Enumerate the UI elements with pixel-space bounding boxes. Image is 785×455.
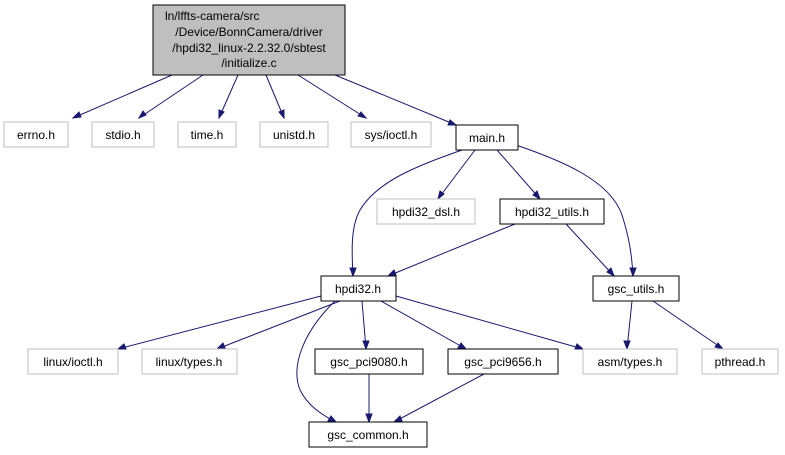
edge-hpdi32-to-gsc-common [296,300,337,423]
root-file-path-line-4: /initialize.c [221,56,276,70]
edge-root-to-sys-ioctl [297,74,367,119]
node-hpdi32-dsl-h-label: hpdi32_dsl.h [392,205,460,219]
node-hpdi32-h[interactable]: hpdi32.h [320,275,397,302]
edge-gsc-utils-to-asm-types-arrowhead [623,340,631,351]
node-main-h[interactable]: main.h [455,124,519,151]
node-unistd-h-label: unistd.h [273,128,315,142]
node-sys-ioctl-h-label: sys/ioctl.h [365,128,418,142]
node-pthread-h[interactable]: pthread.h [701,348,779,375]
edge-main-to-hpdi32 [351,149,463,277]
node-gsc-pci9656-h-label: gsc_pci9656.h [464,355,541,369]
node-pthread-h-label: pthread.h [715,355,766,369]
node-gsc-common-h[interactable]: gsc_common.h [308,421,428,448]
edge-hpdi32-utils-to-gsc-utils [565,223,615,277]
node-linux-types-h[interactable]: linux/types.h [141,348,238,375]
node-linux-ioctl-h-label: linux/ioctl.h [43,355,102,369]
edge-root-to-stdio [138,74,204,119]
node-hpdi32-utils-h[interactable]: hpdi32_utils.h [499,198,605,225]
edge-main-to-hpdi32-dsl [437,149,476,200]
edge-root-to-stdio-arrowhead [137,110,147,120]
node-asm-types-h[interactable]: asm/types.h [582,348,678,375]
node-gsc-common-h-label: gsc_common.h [327,428,408,442]
node-unistd-h[interactable]: unistd.h [259,121,329,148]
root-file-path-line-1: ln/lffts-camera/src [165,9,259,23]
edge-main-to-hpdi32-arrowhead [349,267,357,278]
edge-root-to-sys-ioctl-arrowhead [357,111,368,119]
node-asm-types-h-label: asm/types.h [598,355,663,369]
node-hpdi32-utils-h-label: hpdi32_utils.h [515,205,589,219]
node-gsc-pci9656-h[interactable]: gsc_pci9656.h [447,348,559,375]
node-gsc-utils-h[interactable]: gsc_utils.h [592,275,680,302]
edge-hpdi32-to-linux-types [216,300,341,350]
edge-main-to-gsc-utils [515,144,634,277]
edge-hpdi32-to-asm-types [395,295,584,350]
edge-root-to-errno [72,74,173,119]
node-stdio-h[interactable]: stdio.h [91,121,155,148]
edge-root-to-main-arrowhead [447,119,458,126]
node-main-h-label: main.h [469,131,505,145]
edge-gsc-pci9656-to-gsc-common-arrowhead [392,415,403,423]
edge-hpdi32-to-linux-ioctl [117,295,322,350]
node-gsc-pci9080-h[interactable]: gsc_pci9080.h [314,348,424,375]
node-time-h[interactable]: time.h [177,121,237,148]
edge-hpdi32-to-gsc-common-arrowhead [327,415,338,423]
edge-hpdi32-utils-to-hpdi32-arrowhead [386,269,397,277]
node-gsc-utils-h-label: gsc_utils.h [608,282,665,296]
node-stdio-h-label: stdio.h [105,128,140,142]
edge-gsc-utils-to-pthread-arrowhead [714,342,725,350]
node-linux-types-h-label: linux/types.h [156,355,223,369]
node-errno-h[interactable]: errno.h [3,121,69,148]
edge-main-to-hpdi32-utils-arrowhead [532,190,541,201]
node-root-file: ln/lffts-camera/src /Device/BonnCamera/d… [152,4,346,76]
edge-root-to-errno-arrowhead [71,111,82,119]
graph-nodes: ln/lffts-camera/src /Device/BonnCamera/d… [3,4,779,448]
edge-hpdi32-utils-to-hpdi32 [387,223,516,277]
node-errno-h-label: errno.h [17,128,55,142]
edge-main-to-gsc-utils-arrowhead [629,267,637,278]
node-sys-ioctl-h[interactable]: sys/ioctl.h [350,121,432,148]
edge-hpdi32-to-linux-types-arrowhead [215,342,226,350]
root-file-path-line-2: /Device/BonnCamera/driver [175,25,322,39]
edge-gsc-pci9656-to-gsc-common [393,373,485,423]
node-time-h-label: time.h [191,128,224,142]
edge-hpdi32-to-gsc-pci9080-arrowhead [362,340,370,351]
node-hpdi32-dsl-h[interactable]: hpdi32_dsl.h [376,198,476,225]
edge-hpdi32-to-linux-ioctl-arrowhead [116,343,127,350]
edge-gsc-utils-to-pthread [652,300,724,350]
edge-main-to-hpdi32-utils [496,149,541,200]
graph-edges [71,74,725,424]
node-linux-ioctl-h[interactable]: linux/ioctl.h [27,348,119,375]
node-gsc-pci9080-h-label: gsc_pci9080.h [330,355,407,369]
root-file-path-line-3: /hpdi32_linux-2.2.32.0/sbtest [172,41,326,55]
edge-root-to-unistd-arrowhead [278,109,285,120]
edge-hpdi32-to-gsc-pci9656-arrowhead [457,342,468,350]
edge-root-to-main [334,74,457,126]
edge-gsc-pci9080-to-gsc-common-arrowhead [365,413,373,424]
edge-root-to-time-arrowhead [218,109,225,120]
edge-hpdi32-to-gsc-pci9656 [380,300,467,350]
edge-hpdi32-to-asm-types-arrowhead [574,343,585,350]
node-hpdi32-h-label: hpdi32.h [335,282,381,296]
edge-main-to-hpdi32-dsl-arrowhead [437,190,445,201]
edge-hpdi32-utils-to-gsc-utils-arrowhead [606,267,615,278]
